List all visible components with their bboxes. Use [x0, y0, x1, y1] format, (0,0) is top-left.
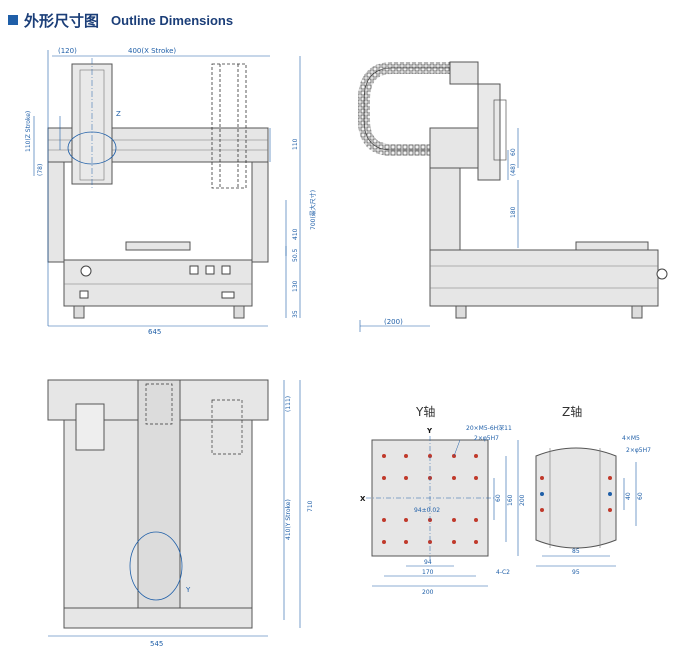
front-base	[63, 259, 253, 307]
z-plate	[535, 447, 617, 549]
y-dim-94: 94	[424, 559, 432, 566]
side-worktable	[575, 241, 649, 251]
y-axis-table-view: Y轴 Y X 20×M5-6H深11 2×φ5H7 94±0.02 60 160…	[360, 404, 526, 596]
front-left-leg	[47, 161, 65, 263]
title-en: Outline Dimensions	[111, 12, 234, 28]
side-column	[429, 127, 479, 169]
side-base	[429, 249, 659, 307]
top-front-plate	[63, 607, 253, 629]
y-dim-60: 60	[495, 494, 502, 502]
y-axis-label: Y	[426, 427, 433, 435]
top-y-rail	[137, 379, 181, 609]
side-foot-left	[455, 305, 467, 319]
y-dim-170: 170	[422, 569, 434, 576]
front-power-port	[79, 290, 89, 299]
z-hole-spec: 4×M5	[622, 435, 640, 442]
dim-y-stroke: 410(Y Stroke)	[285, 499, 292, 540]
dim-top-710: 710	[307, 500, 314, 512]
z-dim-85: 85	[572, 548, 580, 555]
y-axis-title: Y轴	[415, 404, 435, 419]
front-io-port	[221, 291, 235, 299]
top-z-head	[75, 403, 105, 451]
z-axis-plate-view: Z轴 4×M5 2×φ5H7 40 60 85 95	[535, 404, 651, 576]
title-cn: 外形尺寸图	[24, 11, 100, 30]
dim-50-5: 50.5	[292, 248, 299, 262]
y-hole-spec: 20×M5-6H深11	[466, 424, 512, 432]
front-view: Z (120) 400(X Stroke) 110(Z Stroke)	[25, 47, 317, 336]
dim-top-111: (111)	[285, 396, 292, 412]
square-bullet-icon	[8, 15, 18, 25]
y-pin-spec: 2×φ5H7	[474, 435, 499, 442]
y-callout: Y	[185, 586, 191, 594]
front-worktable	[125, 241, 191, 251]
dim-410: 410	[292, 228, 299, 240]
dim-head-width: (120)	[58, 47, 77, 55]
z-detail-circle	[67, 131, 117, 165]
y-chamfer: 4-C2	[496, 569, 510, 576]
side-upright	[429, 167, 461, 255]
front-emergency-button	[80, 265, 92, 277]
dim-x-stroke: 400(X Stroke)	[128, 47, 176, 55]
dim-side-200: (200)	[384, 318, 403, 326]
dim-total-height: 700(最大尺寸)	[309, 190, 317, 230]
dim-side-48: (48)	[510, 164, 517, 176]
dim-side-60: 60	[510, 148, 517, 156]
front-foot-right	[233, 305, 245, 319]
y-dim-200-v: 200	[519, 494, 526, 506]
y-dim-94-tol: 94±0.02	[414, 507, 440, 514]
y-detail-circle	[129, 531, 183, 601]
z-plate-holes	[540, 476, 612, 512]
front-switch-2	[205, 265, 215, 275]
dim-side-180: 180	[510, 206, 517, 218]
dim-35: 35	[292, 310, 299, 318]
dim-130: 130	[292, 280, 299, 292]
side-foot-right	[631, 305, 643, 319]
front-foot-left	[73, 305, 85, 319]
z-pin-spec: 2×φ5H7	[626, 447, 651, 454]
z-axis-title: Z轴	[562, 404, 582, 419]
side-z-carriage	[477, 83, 501, 181]
x-axis-label: X	[360, 495, 366, 503]
z-dim-60: 60	[637, 492, 644, 500]
dim-width-645: 645	[148, 328, 161, 336]
y-dim-200-h: 200	[422, 589, 434, 596]
front-switch-1	[189, 265, 199, 275]
z-dim-40: 40	[625, 492, 632, 500]
section-header: 外形尺寸图 Outline Dimensions	[8, 8, 233, 32]
dim-z-offset: (78)	[37, 164, 44, 176]
front-z-head-ghost	[211, 63, 247, 189]
z-dim-95: 95	[572, 569, 580, 576]
side-motor	[449, 61, 479, 85]
side-knob	[656, 268, 668, 280]
z-callout: Z	[116, 110, 121, 118]
dim-right-110: 110	[292, 138, 299, 150]
y-dim-160: 160	[507, 494, 514, 506]
dim-z-stroke: 110(Z Stroke)	[25, 111, 32, 152]
y-table-holes	[382, 454, 478, 544]
top-view: Y (111) 410(Y Stroke) 710 545	[47, 379, 314, 648]
front-right-leg	[251, 161, 269, 263]
front-switch-3	[221, 265, 231, 275]
side-view: 60 (48) 180 (200)	[358, 61, 668, 332]
dim-width-545: 545	[150, 640, 163, 648]
